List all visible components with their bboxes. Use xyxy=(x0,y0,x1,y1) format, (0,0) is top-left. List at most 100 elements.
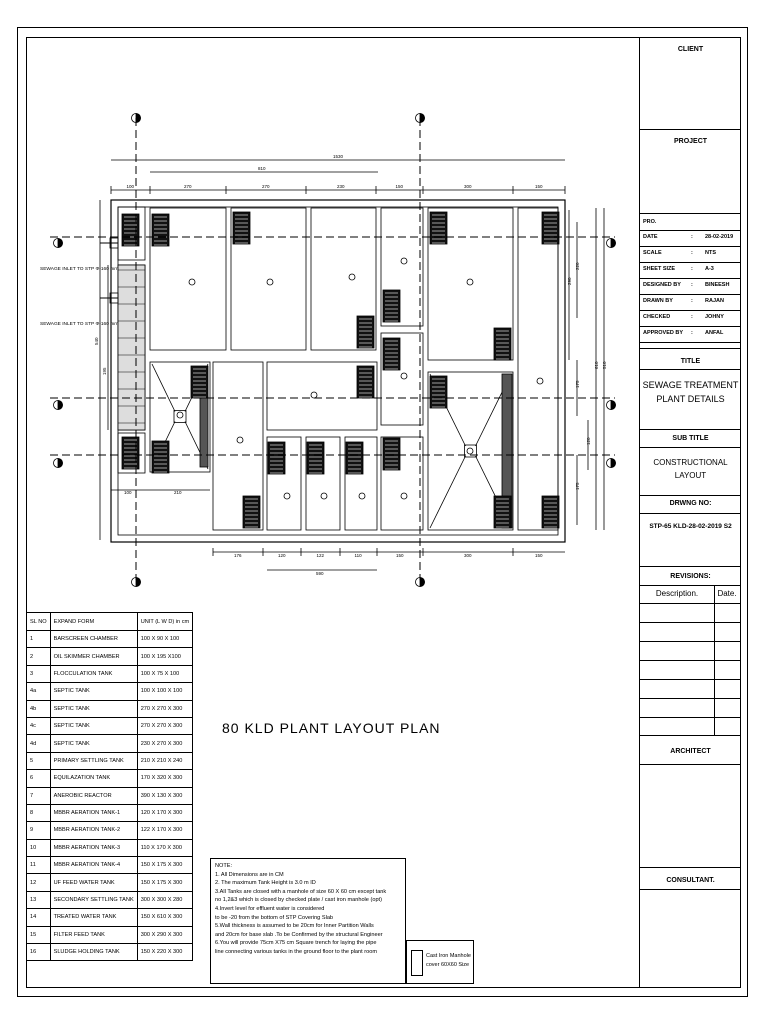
tank xyxy=(427,207,514,361)
table-cell: PRIMARY SETTLING TANK xyxy=(49,751,138,771)
table-cell: 150 X 220 X 300 xyxy=(136,943,194,962)
table-header-cell: SL NO xyxy=(26,612,51,631)
note-line: 6.You will provide 75cm X75 cm Square tr… xyxy=(215,940,377,947)
table-cell: MBBR AERATION TANK-3 xyxy=(49,838,138,858)
dim-label: 100 xyxy=(124,490,132,495)
info-value: ANFAL xyxy=(705,330,724,336)
note-line: 1. All Dimensions are in CM xyxy=(215,871,284,878)
table-cell: TREATED WATER TANK xyxy=(49,908,138,927)
inlet-valve xyxy=(109,237,119,249)
manhole xyxy=(151,440,170,474)
dim-label: 150 xyxy=(535,553,543,558)
tank xyxy=(310,207,377,351)
hopper-line xyxy=(151,363,176,412)
info-row: APPROVED BY:ANFAL xyxy=(643,330,724,336)
table-cell: 270 X 270 X 300 xyxy=(136,699,194,718)
table-cell: FLOCCULATION TANK xyxy=(49,664,138,684)
dim-label: 590 xyxy=(316,571,324,576)
info-value: A-3 xyxy=(705,266,714,272)
note-line: 5.Wall thickness is assumed to be 20cm f… xyxy=(215,923,374,930)
table-cell: 270 X 270 X 300 xyxy=(136,716,194,736)
tank xyxy=(517,207,559,531)
table-cell: 210 X 210 X 240 xyxy=(136,751,194,771)
table-cell: 13 xyxy=(26,890,51,910)
pipe-circle xyxy=(348,273,356,281)
table-cell: 300 X 290 X 300 xyxy=(136,925,194,945)
dim-label: 150 xyxy=(396,184,404,189)
table-cell: 230 X 270 X 300 xyxy=(136,734,194,753)
manhole-symbol xyxy=(411,950,423,976)
table-cell: 11 xyxy=(26,856,51,875)
note-line: 2. The maximum Tank Height is 3.0 m ID xyxy=(215,880,316,887)
pipe-circle xyxy=(400,372,408,380)
table-cell: 110 X 170 X 300 xyxy=(136,838,194,858)
table-cell: 2 xyxy=(26,647,51,666)
dim-label: 150 xyxy=(535,184,543,189)
dim-label: 270 xyxy=(184,184,192,189)
table-cell: 4b xyxy=(26,699,51,718)
info-row: DESIGNED BY:BINEESH xyxy=(643,282,730,288)
grid-marker-fill xyxy=(57,400,63,410)
table-cell: 170 X 320 X 300 xyxy=(136,769,194,788)
table-cell: 4c xyxy=(26,716,51,736)
title-label: TITLE xyxy=(680,358,701,365)
project-label: PROJECT xyxy=(673,138,708,145)
table-cell: 100 X 90 X 100 xyxy=(136,629,194,649)
table-cell: 4d xyxy=(26,734,51,753)
table-cell: MBBR AERATION TANK-4 xyxy=(49,856,138,875)
grid-marker-fill xyxy=(610,400,616,410)
manhole xyxy=(151,213,170,247)
manhole xyxy=(382,289,401,323)
dim-label: 150 xyxy=(396,553,404,558)
manhole xyxy=(382,437,401,471)
pipe-circle xyxy=(310,391,318,399)
pipe-circle xyxy=(400,257,408,265)
tank xyxy=(380,332,424,426)
hopper-line xyxy=(429,455,466,529)
table-cell: 16 xyxy=(26,943,51,962)
dim-label: 120 xyxy=(586,437,591,445)
table-header-cell: EXPAND FORM xyxy=(49,612,138,631)
manhole xyxy=(493,495,512,529)
manhole xyxy=(267,441,286,475)
table-cell: 100 X 195 X100 xyxy=(136,647,194,666)
hopper-center xyxy=(173,410,187,423)
pipe-circle xyxy=(176,411,184,419)
table-cell: 150 X 175 X 300 xyxy=(136,873,194,892)
manhole xyxy=(493,327,512,361)
table-cell: 150 X 175 X 300 xyxy=(136,856,194,875)
table-cell: SECONDARY SETTLING TANK xyxy=(49,890,138,910)
dim-label: 1530 xyxy=(333,154,344,159)
table-cell: 1 xyxy=(26,629,51,649)
table-cell: SEPTIC TANK xyxy=(49,682,138,701)
architect-label: ARCHITECT xyxy=(670,748,711,755)
manhole xyxy=(345,441,364,475)
pipe-circle xyxy=(188,278,196,286)
tank xyxy=(305,436,341,531)
dim-label: SEWAGE INLET TO STP Φ-160 mm xyxy=(40,266,118,272)
table-cell: SLUDGE HOLDING TANK xyxy=(49,943,138,962)
oil-skimmer-fill xyxy=(117,264,146,431)
dim-label: 510 xyxy=(602,361,607,369)
table-cell: MBBR AERATION TANK-1 xyxy=(49,803,138,823)
tank xyxy=(427,371,514,531)
tank xyxy=(149,207,227,351)
note-line: no 1,2&3 which is closed by checked plat… xyxy=(215,897,382,904)
title-line-1: SEWAGE TREATMENT xyxy=(642,380,739,390)
table-cell: 100 X 100 X 100 xyxy=(136,682,194,701)
table-cell: 300 X 300 X 280 xyxy=(136,890,194,910)
info-label: CHECKED xyxy=(643,314,671,320)
